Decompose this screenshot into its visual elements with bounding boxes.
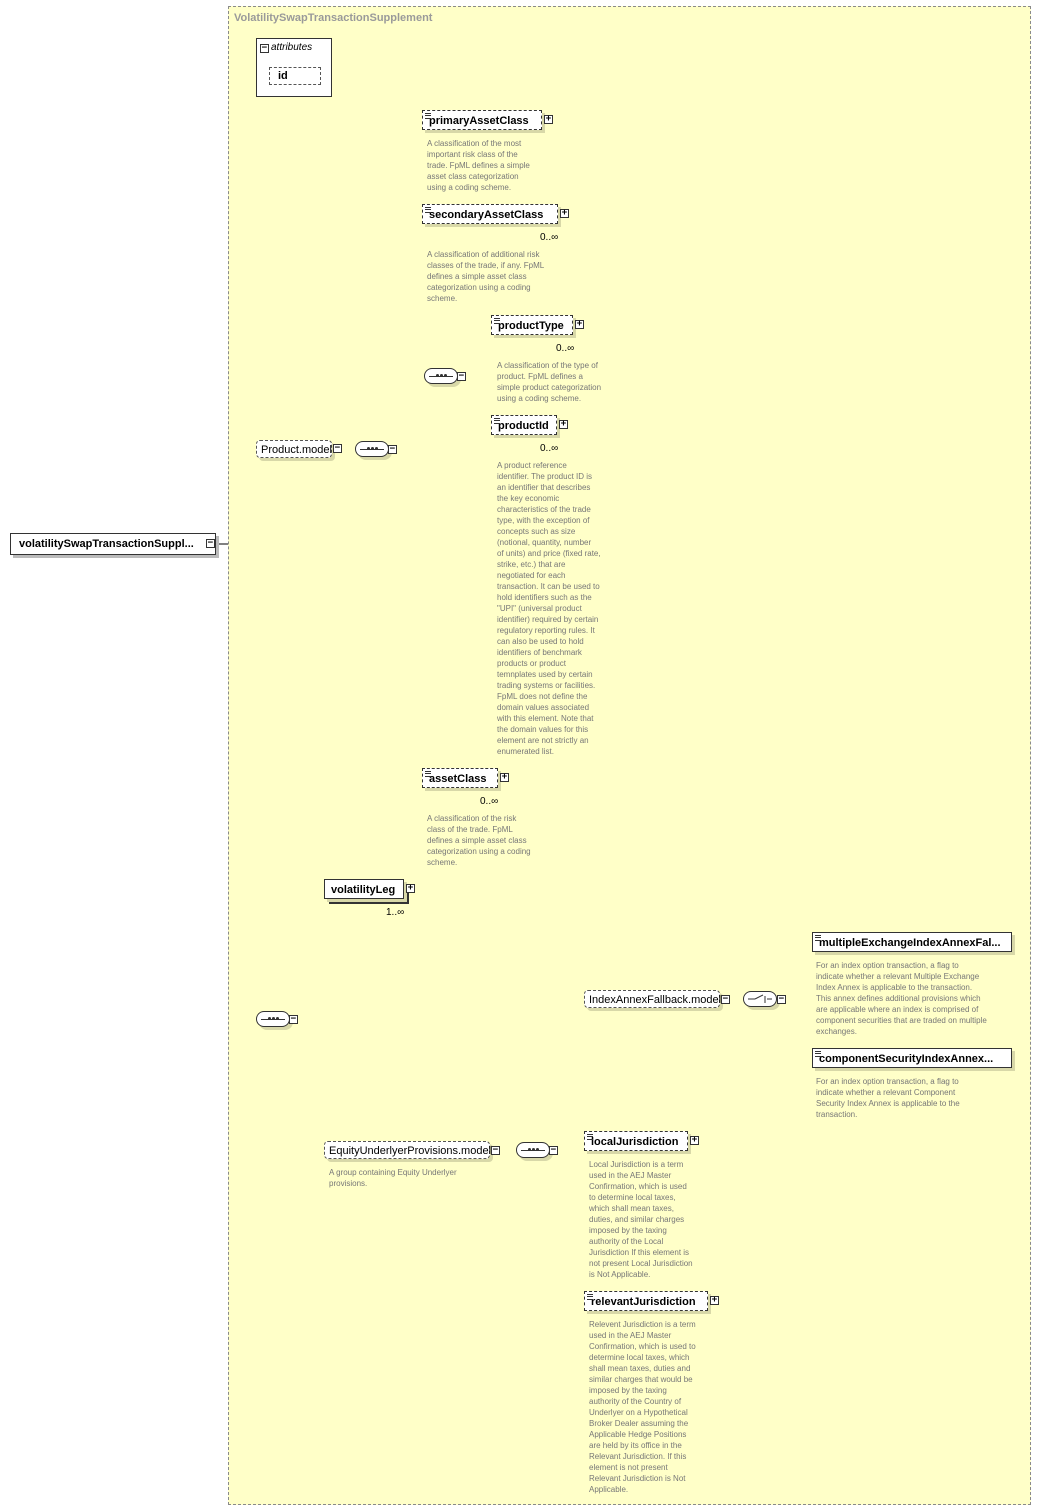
collapse-icon[interactable]: − bbox=[721, 994, 730, 1004]
expand-icon[interactable]: + bbox=[544, 114, 553, 124]
element-local-jurisdiction[interactable]: localJurisdiction bbox=[584, 1131, 688, 1151]
expand-icon[interactable]: + bbox=[500, 772, 509, 782]
expand-icon[interactable]: + bbox=[710, 1295, 719, 1305]
doc-text: A group containing Equity Underlyer prov… bbox=[329, 1168, 457, 1188]
expand-icon[interactable]: + bbox=[560, 208, 569, 218]
doc-text: A classification of the risk class of th… bbox=[427, 814, 531, 867]
sequence-icon bbox=[516, 1142, 550, 1158]
element-relevant-jurisdiction[interactable]: relevantJurisdiction bbox=[584, 1291, 708, 1311]
doc-text: A product reference identifier. The prod… bbox=[497, 461, 601, 756]
doc-text: For an index option transaction, a flag … bbox=[816, 1077, 960, 1119]
element-primary-asset-class[interactable]: primaryAssetClass bbox=[422, 110, 542, 130]
element-label: secondaryAssetClass bbox=[429, 209, 544, 221]
collapse-icon[interactable]: − bbox=[777, 994, 786, 1004]
element-product-id[interactable]: productId bbox=[491, 415, 557, 435]
collapse-icon[interactable]: − bbox=[206, 538, 215, 548]
element-label: primaryAssetClass bbox=[429, 115, 529, 127]
cardinality: 0..∞ bbox=[480, 796, 499, 807]
element-component-security-index-annex-fallback[interactable]: componentSecurityIndexAnnex... bbox=[812, 1048, 1012, 1068]
expand-icon[interactable]: + bbox=[575, 319, 584, 329]
cardinality: 0..∞ bbox=[540, 232, 559, 243]
doc-text: A classification of additional risk clas… bbox=[427, 250, 545, 303]
sequence-icon bbox=[424, 368, 458, 384]
attribute-id[interactable]: id bbox=[269, 67, 321, 85]
index-annex-fallback-group[interactable]: IndexAnnexFallback.model bbox=[584, 990, 721, 1008]
sequence-icon bbox=[355, 441, 389, 457]
element-label: localJurisdiction bbox=[591, 1136, 679, 1148]
attributes-title: attributes bbox=[271, 42, 313, 53]
doc-text: Local Jurisdiction is a term used in the… bbox=[589, 1160, 693, 1279]
element-product-type[interactable]: productType bbox=[491, 315, 573, 335]
collapse-icon[interactable]: − bbox=[549, 1145, 558, 1155]
product-model-group[interactable]: Product.model bbox=[256, 440, 332, 458]
expand-icon[interactable]: + bbox=[690, 1135, 699, 1145]
element-volatility-leg[interactable]: volatilityLeg bbox=[324, 879, 404, 899]
sequence-icon bbox=[256, 1011, 290, 1027]
cardinality: 0..∞ bbox=[540, 443, 559, 454]
element-label: relevantJurisdiction bbox=[591, 1296, 696, 1308]
element-label: volatilityLeg bbox=[331, 884, 396, 896]
doc-text: For an index option transaction, a flag … bbox=[816, 961, 987, 1036]
element-label: assetClass bbox=[429, 773, 487, 785]
element-secondary-asset-class[interactable]: secondaryAssetClass bbox=[422, 204, 558, 224]
collapse-icon[interactable]: − bbox=[260, 43, 269, 53]
expand-icon[interactable]: + bbox=[559, 419, 568, 429]
equity-underlyer-provisions-group[interactable]: EquityUnderlyerProvisions.model bbox=[324, 1141, 491, 1159]
cardinality: 1..∞ bbox=[386, 907, 405, 918]
element-label: multipleExchangeIndexAnnexFal... bbox=[819, 937, 1001, 949]
doc-text: A classification of the type of product.… bbox=[497, 361, 602, 403]
complex-type-box bbox=[228, 6, 1031, 1505]
doc-text: A classification of the most important r… bbox=[427, 139, 530, 192]
root-element[interactable]: volatilitySwapTransactionSuppl... bbox=[10, 533, 216, 555]
complex-type-title: VolatilitySwapTransactionSupplement bbox=[234, 12, 433, 24]
element-label: productId bbox=[498, 420, 549, 432]
collapse-icon[interactable]: − bbox=[388, 444, 397, 454]
collapse-icon[interactable]: − bbox=[457, 371, 466, 381]
collapse-icon[interactable]: − bbox=[333, 443, 342, 453]
choice-icon bbox=[743, 991, 777, 1007]
element-multiple-exchange-index-annex-fallback[interactable]: multipleExchangeIndexAnnexFal... bbox=[812, 932, 1012, 952]
attributes-box: − attributes id bbox=[256, 38, 332, 97]
collapse-icon[interactable]: − bbox=[289, 1014, 298, 1024]
element-label: componentSecurityIndexAnnex... bbox=[819, 1053, 994, 1065]
expand-icon[interactable]: + bbox=[406, 883, 415, 893]
doc-text: Relevent Jurisdiction is a term used in … bbox=[589, 1320, 696, 1494]
element-label: productType bbox=[498, 320, 564, 332]
element-asset-class[interactable]: assetClass bbox=[422, 768, 498, 788]
collapse-icon[interactable]: − bbox=[491, 1145, 500, 1155]
cardinality: 0..∞ bbox=[556, 343, 575, 354]
